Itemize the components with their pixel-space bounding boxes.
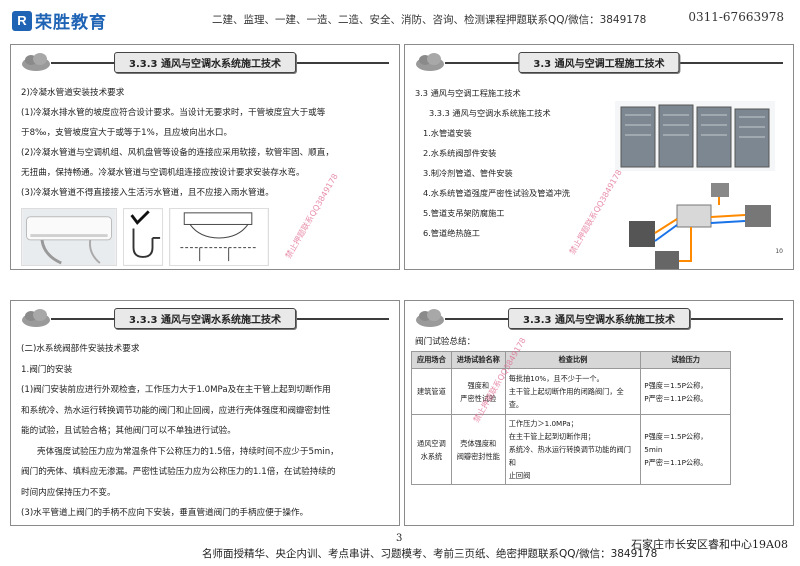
cell-line: P强度＝1.5P公称，	[644, 432, 708, 441]
table-cell: P强度＝1.5P公称， 5min P严密＝1.1P公称。	[640, 414, 731, 485]
table-cell: 建筑管道	[411, 368, 452, 415]
cloud-icon	[416, 309, 444, 327]
cloud-icon	[416, 53, 444, 71]
table-cell: 工作压力＞1.0MPa； 在主干管上起到切断作用； 系统冷、热水运行转换调节功能…	[504, 414, 642, 485]
text-line: 无扭曲，保持畅通。冷凝水管道与空调机组连接应按设计要求安装存水弯。	[21, 168, 305, 178]
top-banner: 二建、监理、一建、一造、二造、安全、消防、咨询、检测课程押题联系QQ/微信：38…	[212, 14, 647, 26]
cell-line: 严密性试验	[460, 393, 497, 403]
text-line: 壳体强度试验压力应为常温条件下公称压力的1.5倍，持续时间不应少于5min，	[37, 446, 339, 457]
slide-title-bar: 3.3.3 通风与空调水系统施工技术	[11, 307, 399, 329]
table-cell: P强度＝1.5P公称， P严密＝1.1P公称。	[640, 368, 731, 415]
cloud-icon	[22, 309, 50, 327]
table-header-row: 应用场合 进场试验名称 检查比例 试验压力	[411, 351, 731, 369]
outline-item: 3.制冷剂管道、管件安装	[423, 168, 513, 178]
slide-3: 3.3.3 通风与空调水系统施工技术 (二)水系统阀部件安装技术要求 1.阀门的…	[10, 300, 400, 526]
table-cell: 每批抽10%，且不少于一个。 主干管上起切断作用的闭路阀门，全查。	[504, 368, 642, 415]
illustration-row	[21, 208, 269, 266]
bottom-address: 石家庄市长安区睿和中心19A08	[631, 538, 788, 551]
cell-line: 5min	[644, 445, 663, 454]
text-line: 1.阀门的安装	[21, 364, 73, 375]
pipe-connection-diagram	[169, 208, 269, 266]
slide-2: 3.3 通风与空调工程施工技术 3.3 通风与空调工程施工技术 3.3.3 通风…	[404, 44, 794, 270]
cloud-icon	[22, 53, 50, 71]
brand-logo: R 荣胜教育	[12, 8, 107, 33]
slide-title: 3.3 通风与空调工程施工技术	[518, 52, 680, 73]
outline-item: 5.管道支吊架防腐施工	[423, 208, 505, 218]
slide-title-bar: 3.3.3 通风与空调水系统施工技术	[405, 307, 793, 329]
slide-title-bar: 3.3 通风与空调工程施工技术	[405, 51, 793, 73]
outline-item: 2.水系统阀部件安装	[423, 148, 497, 158]
column-header: 应用场合	[411, 351, 452, 369]
subsection-heading: 3.3.3 通风与空调水系统施工技术	[429, 108, 551, 118]
slide-body: 3.3 通风与空调工程施工技术 3.3.3 通风与空调水系统施工技术 1.水管道…	[415, 83, 783, 243]
bottom-banner: 名师面授精华、央企内训、考点串讲、习题模考、考前三页纸、绝密押题联系QQ/微信：…	[202, 548, 658, 560]
slide-body: 2)冷凝水管道安装技术要求 (1)冷凝水排水管的坡度应符合设计要求。当设计无要求…	[21, 83, 389, 203]
cell-line: 通风空调	[417, 438, 446, 448]
column-header: 进场试验名称	[450, 351, 506, 369]
text-line: 阀门的壳体、填料应无渗漏。严密性试验压力应为公称压力的1.1倍，在试验持续的	[21, 467, 336, 477]
cell-line: 水系统	[420, 451, 443, 461]
text-line: (3)水平管道上阀门的手柄不应向下安装，垂直管道阀门的手柄应便于操作。	[21, 508, 309, 518]
slide-4: 3.3.3 通风与空调水系统施工技术 阀门试验总结： 应用场合 进场试验名称 检…	[404, 300, 794, 526]
text-line: (1)冷凝水排水管的坡度应符合设计要求。当设计无要求时，干管坡度宜大于或等	[21, 108, 326, 118]
text-line: (二)水系统阀部件安装技术要求	[21, 344, 140, 354]
check-trap-diagram	[123, 208, 163, 266]
logo-text: 荣胜教育	[35, 13, 107, 33]
text-line: (2)冷凝水管道与空调机组、风机盘管等设备的连接应采用软接，软管牢固、顺直，	[21, 148, 334, 158]
table-cell: 强度和 严密性试验	[450, 368, 506, 415]
valve-test-table: 应用场合 进场试验名称 检查比例 试验压力 建筑管道 强度和 严密性试验 每批抽…	[411, 351, 731, 485]
ac-unit-photo	[21, 208, 117, 266]
slide-title: 3.3.3 通风与空调水系统施工技术	[508, 308, 690, 329]
page-number: 3	[396, 533, 403, 544]
column-header: 检查比例	[504, 351, 642, 369]
column-header: 试验压力	[640, 351, 731, 369]
outline-item: 6.管道绝热施工	[423, 228, 480, 238]
table-row: 通风空调 水系统 壳体强度和 阀瓣密封性能 工作压力＞1.0MPa； 在主干管上…	[411, 414, 731, 485]
top-phone: 0311-67663978	[688, 10, 784, 24]
cell-line: 止回阀	[508, 471, 531, 480]
cell-line: 在主干管上起到切断作用；	[508, 432, 595, 441]
slide-page-number: 10	[775, 248, 783, 255]
cell-line: P严密＝1.1P公称。	[644, 393, 708, 403]
outline-item: 1.水管道安装	[423, 128, 472, 138]
chiller-units-photo	[615, 101, 775, 269]
section-heading: 3.3 通风与空调工程施工技术	[415, 88, 521, 98]
cell-line: P强度＝1.5P公称，	[644, 380, 708, 390]
table-row: 建筑管道 强度和 严密性试验 每批抽10%，且不少于一个。 主干管上起切断作用的…	[411, 368, 731, 415]
text-line: 时间内应保持压力不变。	[21, 487, 116, 498]
cell-line: 系统冷、热水运行转换调节功能的阀门和	[508, 445, 631, 467]
table-cell: 壳体强度和 阀瓣密封性能	[450, 414, 506, 485]
slide-title: 3.3.3 通风与空调水系统施工技术	[114, 52, 296, 73]
text-line: 能的试验，且试验合格；其他阀门可以不单独进行试验。	[21, 426, 236, 436]
cell-line: P严密＝1.1P公称。	[644, 458, 708, 467]
text-line: 于8‰，支管坡度宜大于或等于1%，且应坡向出水口。	[21, 128, 233, 138]
slide-body: (二)水系统阀部件安装技术要求 1.阀门的安装 (1)阀门安装前应进行外观检查，…	[21, 339, 389, 524]
text-line: 2)冷凝水管道安装技术要求	[21, 88, 125, 98]
text-line: (3)冷凝水管道不得直接接入生活污水管道，且不应接入雨水管道。	[21, 188, 274, 198]
slide-1: 3.3.3 通风与空调水系统施工技术 2)冷凝水管道安装技术要求 (1)冷凝水排…	[10, 44, 400, 270]
cell-line: 每批抽10%，且不少于一个。	[508, 374, 604, 383]
text-line: 和系统冷、热水运行转换调节功能的阀门和止回阀，应进行壳体强度和阀瓣密封性	[21, 405, 331, 416]
slide-title-bar: 3.3.3 通风与空调水系统施工技术	[11, 51, 399, 73]
cell-line: 壳体强度和	[460, 438, 497, 448]
cell-line: 阀瓣密封性能	[456, 451, 500, 461]
text-line: (1)阀门安装前应进行外观检查，工作压力大于1.0MPa及在主干管上起到切断作用	[21, 385, 331, 395]
cell-line: 主干管上起切断作用的闭路阀门，全查。	[508, 387, 624, 409]
table-caption: 阀门试验总结：	[415, 337, 476, 347]
slide-title: 3.3.3 通风与空调水系统施工技术	[114, 308, 296, 329]
logo-mark-icon: R	[12, 10, 32, 31]
cell-line: 工作压力＞1.0MPa；	[508, 419, 578, 428]
outline-item: 4.水系统管道强度严密性试验及管道冲洗	[423, 188, 570, 198]
cell-line: 强度和	[467, 380, 490, 390]
table-cell: 通风空调 水系统	[411, 414, 452, 485]
